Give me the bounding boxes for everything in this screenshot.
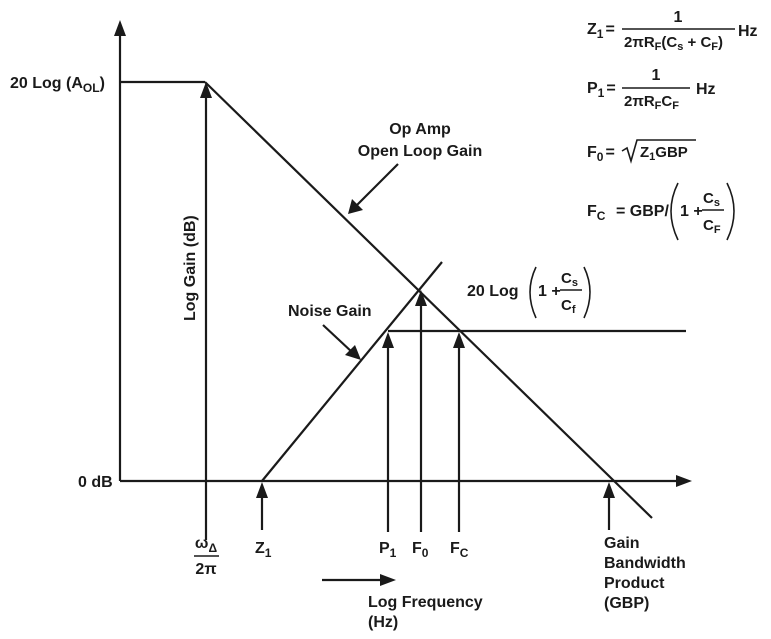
gbp-marker-arrowhead (603, 482, 615, 498)
svg-text:= GBP/: = GBP/ (616, 203, 669, 220)
gbp-label-line3: Product (604, 575, 665, 592)
svg-text:2π: 2π (195, 561, 216, 578)
svg-text:2πRFCF: 2πRFCF (624, 93, 679, 112)
plateau-numerator: Cs (561, 270, 578, 289)
equation-p1: P1= 1 2πRFCF Hz (587, 67, 716, 112)
fc-tick-label: FC (450, 540, 469, 560)
sqrt-sign (621, 139, 696, 164)
noise-pointer-arrowhead (345, 345, 361, 360)
f0-tick-label: F0 (412, 540, 429, 560)
p1-tick-label: P1 (379, 540, 397, 560)
svg-text:ωΔ: ωΔ (195, 535, 218, 555)
plateau-right-paren (583, 266, 591, 319)
svg-text:1: 1 (674, 9, 683, 26)
noise-gain-rise (261, 261, 443, 482)
opamp-pointer-line (355, 163, 399, 207)
omega-marker-arrowhead (200, 82, 212, 98)
frequency-direction-arrowhead (380, 574, 396, 586)
svg-text:P1=: P1= (587, 80, 616, 100)
open-loop-gain-slope (204, 81, 653, 519)
y-axis-label: Log Gain (dB) (182, 215, 199, 321)
plateau-denominator: Cf (561, 297, 576, 316)
svg-text:Z1=: Z1= (587, 21, 615, 41)
aol-level-label: 20 Log (AOL) (10, 75, 105, 95)
z1-marker-arrowhead (256, 482, 268, 498)
svg-text:Hz: Hz (738, 23, 758, 40)
noise-gain-label: Noise Gain (288, 303, 372, 320)
opamp-pointer-arrowhead (348, 199, 363, 214)
gbp-label-line1: Gain (604, 535, 640, 552)
svg-text:FC: FC (587, 203, 606, 223)
svg-text:20 Log: 20 Log (467, 283, 519, 300)
x-axis-label-line2: (Hz) (368, 614, 398, 631)
opamp-label-line1: Op Amp (389, 121, 451, 138)
gbp-label-line4: (GBP) (604, 595, 649, 612)
omega-tick-label: ωΔ 2π (194, 535, 219, 578)
svg-text:F0=: F0= (587, 144, 615, 164)
equation-z1: Z1= 1 2πRF(Cs + CF) Hz (587, 9, 758, 53)
fc-right-paren (726, 182, 735, 241)
svg-text:1 +: 1 + (680, 203, 703, 220)
x-axis-label-line1: Log Frequency (368, 594, 483, 611)
z1-tick-label: Z1 (255, 540, 272, 560)
gbp-label-line2: Bandwidth (604, 555, 686, 572)
fc-left-paren (670, 182, 679, 241)
svg-text:2πRF(Cs + CF): 2πRF(Cs + CF) (624, 34, 723, 53)
svg-text:Z1GBP: Z1GBP (640, 144, 688, 163)
svg-text:1: 1 (652, 67, 661, 84)
equation-f0: F0= Z1GBP (587, 139, 696, 164)
plateau-left-paren (529, 266, 537, 319)
svg-text:CF: CF (703, 217, 721, 236)
fc-marker-arrowhead (453, 332, 465, 348)
opamp-label-line2: Open Loop Gain (358, 143, 482, 160)
f0-marker-arrowhead (415, 290, 427, 306)
zero-db-label: 0 dB (78, 474, 113, 491)
p1-marker-arrowhead (382, 332, 394, 348)
noise-gain-plateau-label: 20 Log 1 + Cs Cf (467, 266, 591, 319)
y-axis-arrowhead (114, 20, 126, 36)
equation-fc: FC = GBP/ 1 + Cs CF (587, 182, 735, 241)
svg-text:1 +: 1 + (538, 283, 561, 300)
noise-pointer-line (322, 324, 354, 354)
svg-text:Hz: Hz (696, 81, 716, 98)
svg-text:Cs: Cs (703, 190, 720, 209)
x-axis-arrowhead (676, 475, 692, 487)
